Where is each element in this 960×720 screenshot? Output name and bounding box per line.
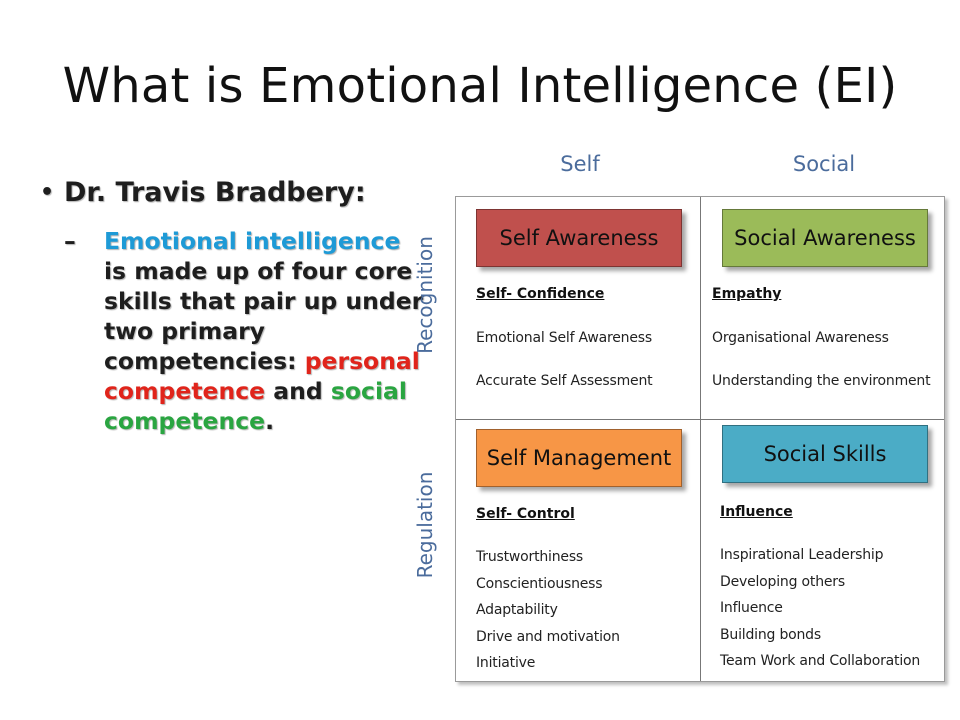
list-item: Understanding the environment <box>712 373 931 389</box>
list-item: Trustworthiness <box>476 549 584 565</box>
author-label: Dr. Travis Bradbery: <box>64 177 366 208</box>
list-item: Influence <box>720 600 783 616</box>
quadrant-title-self-management: Self Management <box>476 429 682 487</box>
quadrant-heading-influence: Influence <box>720 504 793 520</box>
text-period: . <box>265 407 275 435</box>
row-label-recognition: Recognition <box>413 236 437 354</box>
row-label-regulation: Regulation <box>413 471 437 579</box>
column-label-social: Social <box>792 152 856 176</box>
list-item: Emotional Self Awareness <box>476 330 652 346</box>
quadrant-heading-self-confidence: Self- Confidence <box>476 286 605 302</box>
quadrant-title-social-skills: Social Skills <box>722 425 928 483</box>
list-item: Initiative <box>476 655 536 671</box>
list-item: Team Work and Collaboration <box>720 653 921 669</box>
quadrant-title-self-awareness: Self Awareness <box>476 209 682 267</box>
list-item: Conscientiousness <box>476 576 603 592</box>
matrix-divider-vertical <box>700 197 701 681</box>
bullet-author: • Dr. Travis Bradbery: <box>40 176 425 210</box>
slide-title: What is Emotional Intelligence (EI) <box>62 58 898 114</box>
list-item: Developing others <box>720 574 845 590</box>
quadrant-heading-empathy: Empathy <box>712 286 782 302</box>
ei-matrix: Self Awareness Self- Confidence Emotiona… <box>455 196 945 682</box>
list-item: Drive and motivation <box>476 629 620 645</box>
matrix-divider-horizontal <box>456 419 944 420</box>
text-social-competence: social competence <box>104 377 407 435</box>
list-item: Organisational Awareness <box>712 330 889 346</box>
text-personal-competence: personal competence <box>104 347 420 405</box>
dash-icon: – <box>64 227 76 255</box>
list-item: Accurate Self Assessment <box>476 373 653 389</box>
list-item: Adaptability <box>476 602 558 618</box>
bullet-dot-icon: • <box>40 180 55 205</box>
text-emotional-intelligence: Emotional intelligence <box>104 227 401 255</box>
column-label-self: Self <box>560 152 600 176</box>
quadrant-title-social-awareness: Social Awareness <box>722 209 928 267</box>
text-and: and <box>265 377 331 405</box>
list-item: Inspirational Leadership <box>720 547 884 563</box>
text-definition: is made up of four core skills that pair… <box>104 257 424 375</box>
list-item: Building bonds <box>720 627 821 643</box>
sub-bullet-definition: – Emotional intelligence is made up of f… <box>40 226 425 436</box>
quadrant-heading-self-control: Self- Control <box>476 506 575 522</box>
left-text-block: • Dr. Travis Bradbery: – Emotional intel… <box>40 176 425 436</box>
